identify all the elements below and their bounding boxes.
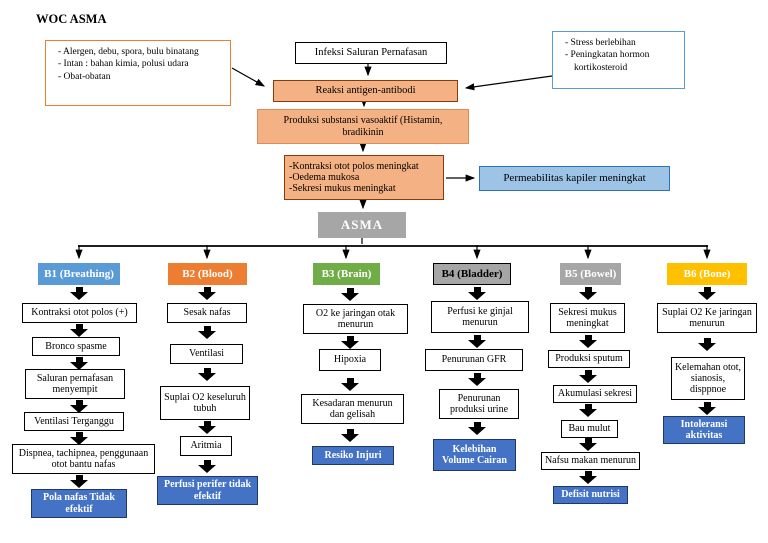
b5-step-3: Akumulasi sekresi xyxy=(553,385,637,403)
b2-outcome: Perfusi perifer tidak efektif xyxy=(157,476,258,505)
b1-step-3: Saluran pernafasan menyempit xyxy=(25,369,125,399)
page-title: WOC ASMA xyxy=(36,12,107,26)
down-arrow xyxy=(468,287,486,300)
b6-step-1: Suplai O2 Ke jaringan menurun xyxy=(657,303,757,333)
branch-header-b1: B1 (Breathing) xyxy=(38,263,120,285)
down-arrow xyxy=(341,378,359,391)
cause-item: - Peningkatan hormon kortikosteroid xyxy=(565,50,650,73)
b2-step-3: Suplai O2 keseluruh tubuh xyxy=(160,386,250,420)
b1-step-4: Ventilasi Terganggu xyxy=(24,412,124,431)
branch-header-b2: B2 (Blood) xyxy=(168,263,247,285)
branch-header-b4: B4 (Bladder) xyxy=(433,263,511,285)
b6-step-2: Kelemahan otot, sianosis, disppnoe xyxy=(671,357,745,400)
down-arrow xyxy=(468,335,486,348)
branch-header-b6: B6 (Bone) xyxy=(667,263,747,285)
b4-step-3: Penurunan produksi urine xyxy=(439,389,519,419)
down-arrow xyxy=(698,338,716,351)
down-arrow xyxy=(579,404,597,417)
down-arrow xyxy=(70,475,88,488)
down-arrow xyxy=(579,370,597,383)
down-arrow xyxy=(341,429,359,442)
branch-header-b5: B5 (Bowel) xyxy=(560,263,621,285)
down-arrow xyxy=(341,336,359,349)
down-arrow xyxy=(198,421,216,434)
down-arrow xyxy=(198,460,216,473)
down-arrow xyxy=(70,400,88,413)
node-reaksi: Reaksi antigen-antibodi xyxy=(273,80,458,102)
down-arrow xyxy=(468,422,486,435)
b5-outcome: Defisit nutrisi xyxy=(553,486,628,504)
b5-step-5: Nafsu makan menurun xyxy=(541,452,640,470)
causes-left-box: - Alergen, debu, spora, bulu binatang - … xyxy=(45,40,231,106)
b1-step-2: Bronco spasme xyxy=(32,337,120,356)
down-arrow xyxy=(698,287,716,300)
b5-step-4: Bau mulut xyxy=(561,420,618,438)
b4-step-1: Perfusi ke ginjal menurun xyxy=(431,301,529,333)
down-arrow xyxy=(468,373,486,386)
branch-header-b3: B3 (Brain) xyxy=(313,263,380,285)
b2-step-2: Ventilasi xyxy=(170,344,243,364)
down-arrow xyxy=(70,357,88,370)
b4-outcome: Kelebihan Volume Cairan xyxy=(433,439,516,471)
arrow-causes-left-to-reaksi xyxy=(231,67,266,87)
down-arrow xyxy=(579,335,597,348)
b3-outcome: Resiko Injuri xyxy=(312,446,394,465)
b1-step-5: Dispnea, tachipnea, penggunaan otot bant… xyxy=(12,444,155,474)
down-arrow xyxy=(70,287,88,300)
cause-item: - Alergen, debu, spora, bulu binatang xyxy=(58,47,199,57)
b2-step-4: Aritmia xyxy=(180,436,232,456)
b4-step-2: Penurunan GFR xyxy=(425,349,523,371)
cause-item: - Stress berlebihan xyxy=(565,38,636,48)
arrow-causes-right-to-reaksi xyxy=(464,75,553,91)
cause-item: - Obat-obatan xyxy=(58,71,111,82)
b3-step-3: Kesadaran menurun dan gelisah xyxy=(301,394,404,424)
b2-step-1: Sesak nafas xyxy=(167,303,247,323)
b1-outcome: Pola nafas Tidak efektif xyxy=(31,489,127,518)
b6-outcome: Intoleransi aktivitas xyxy=(663,416,745,444)
down-arrow xyxy=(698,402,716,415)
b5-step-2: Produksi sputum xyxy=(548,350,630,368)
node-asma: ASMA xyxy=(318,212,406,238)
node-produksi: Produksi substansi vasoaktif (Histamin, … xyxy=(257,109,469,144)
down-arrow xyxy=(579,287,597,300)
down-arrow xyxy=(198,368,216,381)
down-arrow xyxy=(579,471,597,484)
node-efek: -Kontraksi otot polos meningkat -Oedema … xyxy=(284,155,444,200)
node-permeabilitas: Permeabilitas kapiler meningkat xyxy=(479,166,670,191)
b3-step-1: O2 ke jaringan otak menurun xyxy=(303,304,408,334)
b5-step-1: Sekresi mukus meningkat xyxy=(550,303,625,333)
down-arrow xyxy=(341,288,359,301)
down-arrow xyxy=(198,326,216,339)
b3-step-2: Hipoxia xyxy=(319,349,381,371)
b1-step-1: Kontraksi otot polos (+) xyxy=(22,303,137,323)
down-arrow xyxy=(198,287,216,300)
cause-item: - Intan : bahan kimia, polusi udara xyxy=(58,59,189,70)
causes-right-box: - Stress berlebihan - Peningkatan hormon… xyxy=(552,31,685,89)
down-arrow xyxy=(579,438,597,451)
down-arrow xyxy=(70,432,88,445)
down-arrow xyxy=(70,324,88,337)
node-infeksi: Infeksi Saluran Pernafasan xyxy=(295,42,447,64)
